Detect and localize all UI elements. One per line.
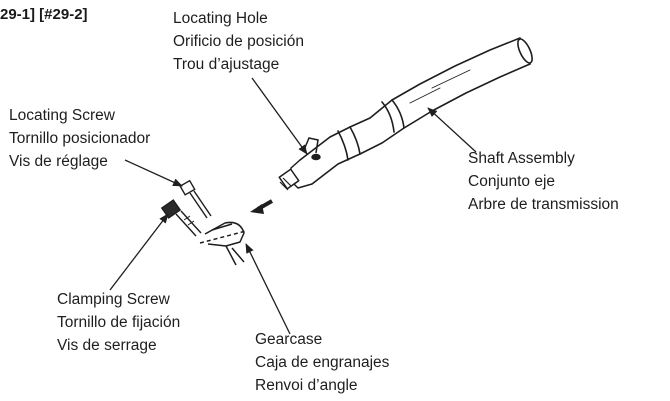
shaft-tip (278, 159, 313, 191)
label-fr: Vis de serrage (57, 337, 157, 354)
label-es: Tornillo posicionador (9, 130, 151, 147)
label-es: Caja de engranajes (255, 354, 390, 371)
label-fr: Arbre de transmission (468, 196, 619, 213)
callout-shaft-assembly: Shaft Assembly Conjunto eje Arbre de tra… (468, 147, 619, 216)
figure-reference: 29-1] [#29-2] (0, 6, 88, 23)
leader-clamping-screw (109, 213, 169, 291)
clamping-screw-part (160, 199, 202, 237)
callout-locating-screw: Locating Screw Tornillo posicionador Vis… (9, 104, 150, 173)
leader-locating-screw (124, 159, 183, 187)
label-fr: Trou d’ajustage (173, 56, 280, 73)
label-es: Tornillo de fijación (57, 314, 181, 331)
leader-gearcase (245, 243, 291, 335)
leader-locating-hole (251, 77, 308, 155)
label-en: Clamping Screw (57, 291, 170, 308)
callout-gearcase: Gearcase Caja de engranajes Renvoi d’ang… (255, 328, 389, 397)
leader-shaft-assembly (427, 107, 477, 153)
label-fr: Renvoi d’angle (255, 377, 358, 394)
leader-lines (109, 77, 477, 335)
locating-hole-mark (303, 137, 321, 161)
callout-clamping-screw: Clamping Screw Tornillo de fijación Vis … (57, 288, 180, 357)
callout-locating-hole: Locating Hole Orificio de posición Trou … (173, 7, 304, 76)
locating-screw-part (179, 179, 212, 219)
gearcase-part (199, 221, 247, 266)
label-en: Locating Screw (9, 107, 115, 124)
label-es: Orificio de posición (173, 33, 304, 50)
insert-arrow (250, 199, 273, 214)
label-es: Conjunto eje (468, 173, 556, 190)
label-en: Gearcase (255, 331, 323, 348)
label-en: Locating Hole (173, 10, 268, 27)
label-en: Shaft Assembly (468, 150, 575, 167)
label-fr: Vis de réglage (9, 153, 108, 170)
shaft-tube (299, 37, 533, 185)
